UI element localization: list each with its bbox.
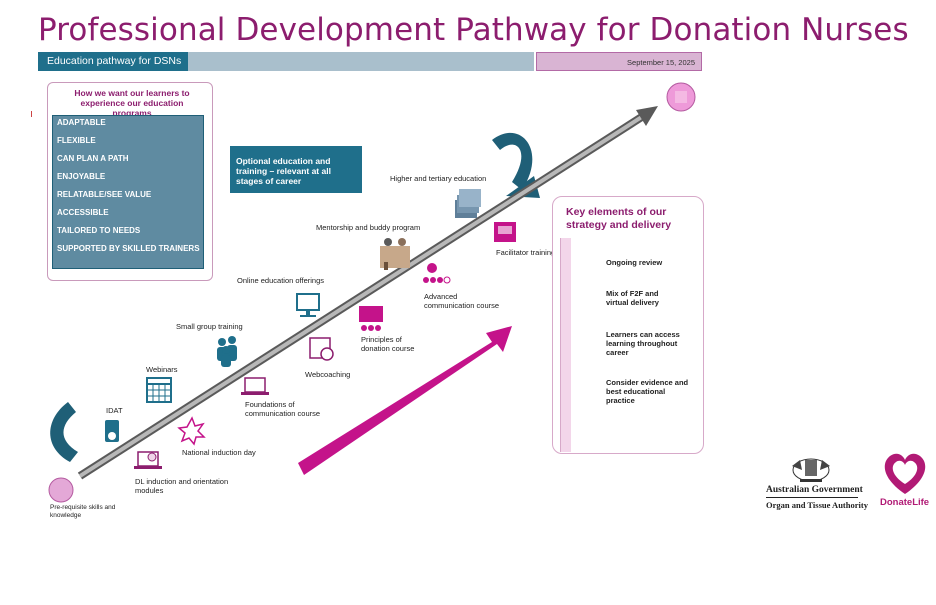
learner-item: CAN PLAN A PATH xyxy=(57,154,129,163)
advanced-icon xyxy=(423,263,451,284)
key-elements-strip xyxy=(560,238,571,452)
key-element-item: Consider evidence and best educational p… xyxy=(606,378,689,405)
gov-subtitle: Organ and Tissue Authority xyxy=(766,500,868,510)
teal-curve-arrow-bottom xyxy=(50,402,78,462)
mentorship-label: Mentorship and buddy program xyxy=(316,223,421,232)
national-induction-label: National induction day xyxy=(182,448,256,457)
key-element-item: Ongoing review xyxy=(606,258,663,267)
learners-list: ADAPTABLE FLEXIBLE CAN PLAN A PATH ENJOY… xyxy=(52,115,204,269)
header-bar xyxy=(188,52,534,71)
mandatory-arrow xyxy=(298,326,512,475)
foundations-icon xyxy=(244,377,266,393)
online-label: Online education offerings xyxy=(237,276,325,285)
key-elements-panel xyxy=(552,196,704,454)
pathway-arrow-head xyxy=(636,106,658,126)
gov-divider xyxy=(766,497,858,498)
pathway-arrow-inner xyxy=(78,111,650,478)
mentorship-icon xyxy=(380,238,410,270)
advanced-label: Advanced communication course xyxy=(424,292,500,310)
learners-title: How we want our learners to experience o… xyxy=(74,88,190,118)
government-crest-icon xyxy=(792,458,830,482)
facilitator-label: Facilitator training xyxy=(496,248,556,257)
dl-induction-label: DL induction and orientation modules xyxy=(135,477,229,495)
foundations-label: Foundations of communication course xyxy=(245,400,321,418)
optional-education-box: Optional education and training – releva… xyxy=(230,146,362,193)
monitor-icon xyxy=(296,293,320,311)
end-goal-square xyxy=(675,91,687,103)
books-icon xyxy=(455,189,481,218)
key-element-item: Learners can access learning throughout … xyxy=(606,330,680,357)
webinars-label: Webinars xyxy=(146,365,178,374)
learner-item: RELATABLE/SEE VALUE xyxy=(57,190,152,199)
key-element-item: Mix of F2F and virtual delivery xyxy=(606,289,659,307)
prerequisite-label: Pre-requisite skills and knowledge xyxy=(50,504,116,519)
idat-label: IDAT xyxy=(106,406,123,415)
presentation-icon xyxy=(359,306,383,322)
star-icon xyxy=(177,416,206,446)
small-group-label: Small group training xyxy=(176,322,243,331)
principles-label: Principles of donation course xyxy=(361,335,415,353)
teal-curve-arrow-top xyxy=(492,132,533,190)
header-date: September 15, 2025 xyxy=(536,52,702,71)
learner-item: ADAPTABLE xyxy=(57,118,106,127)
key-elements-title: Key elements of our strategy and deliver… xyxy=(566,206,672,231)
learner-item: TAILORED TO NEEDS xyxy=(57,226,141,235)
header-pathway-label: Education pathway for DSNs xyxy=(38,52,188,71)
learner-item: ACCESSIBLE xyxy=(57,208,109,217)
group-icon xyxy=(217,336,237,367)
learner-item: FLEXIBLE xyxy=(57,136,96,145)
learner-item: SUPPORTED BY SKILLED TRAINERS xyxy=(57,244,200,253)
marker-tick xyxy=(31,111,32,117)
higher-label: Higher and tertiary education xyxy=(390,174,487,183)
gov-name: Australian Government xyxy=(766,485,863,495)
learner-item: ENJOYABLE xyxy=(57,172,106,181)
webcoaching-label: Webcoaching xyxy=(305,370,351,379)
prerequisite-circle xyxy=(48,477,74,503)
teal-arrow-head xyxy=(506,176,540,198)
donatelife-wordmark: DonateLife xyxy=(880,497,930,508)
page-title: Professional Development Pathway for Don… xyxy=(38,12,909,48)
donatelife-logo-icon xyxy=(884,453,926,494)
